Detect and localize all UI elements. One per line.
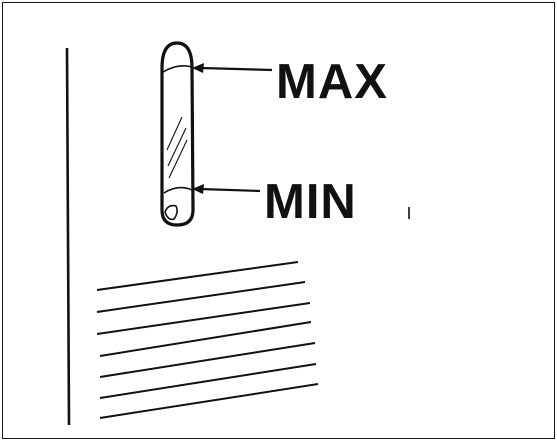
sight-glass-float [164, 204, 178, 221]
vent-slat [99, 321, 312, 357]
max-level-label: MAX [276, 55, 388, 109]
sight-glass-top-curve [162, 65, 193, 73]
vent-slats-icon [96, 261, 319, 419]
sight-glass-tube [160, 41, 195, 227]
sight-glass-highlight-3 [168, 139, 188, 179]
sight-glass-icon [160, 41, 195, 227]
vent-slat [99, 342, 316, 378]
vent-slat [99, 363, 317, 399]
sight-glass-highlight-2 [167, 127, 187, 167]
min-leader [192, 184, 261, 194]
max-leader [192, 63, 273, 73]
vent-slat [96, 302, 311, 335]
sight-glass-highlight-1 [166, 116, 183, 151]
min-level-label: MIN [264, 175, 357, 229]
vent-slat [96, 281, 306, 313]
vent-slat [99, 383, 319, 419]
panel-edge-line [65, 47, 71, 426]
sight-glass-bottom-curve [163, 186, 193, 194]
vent-slat [96, 261, 299, 291]
